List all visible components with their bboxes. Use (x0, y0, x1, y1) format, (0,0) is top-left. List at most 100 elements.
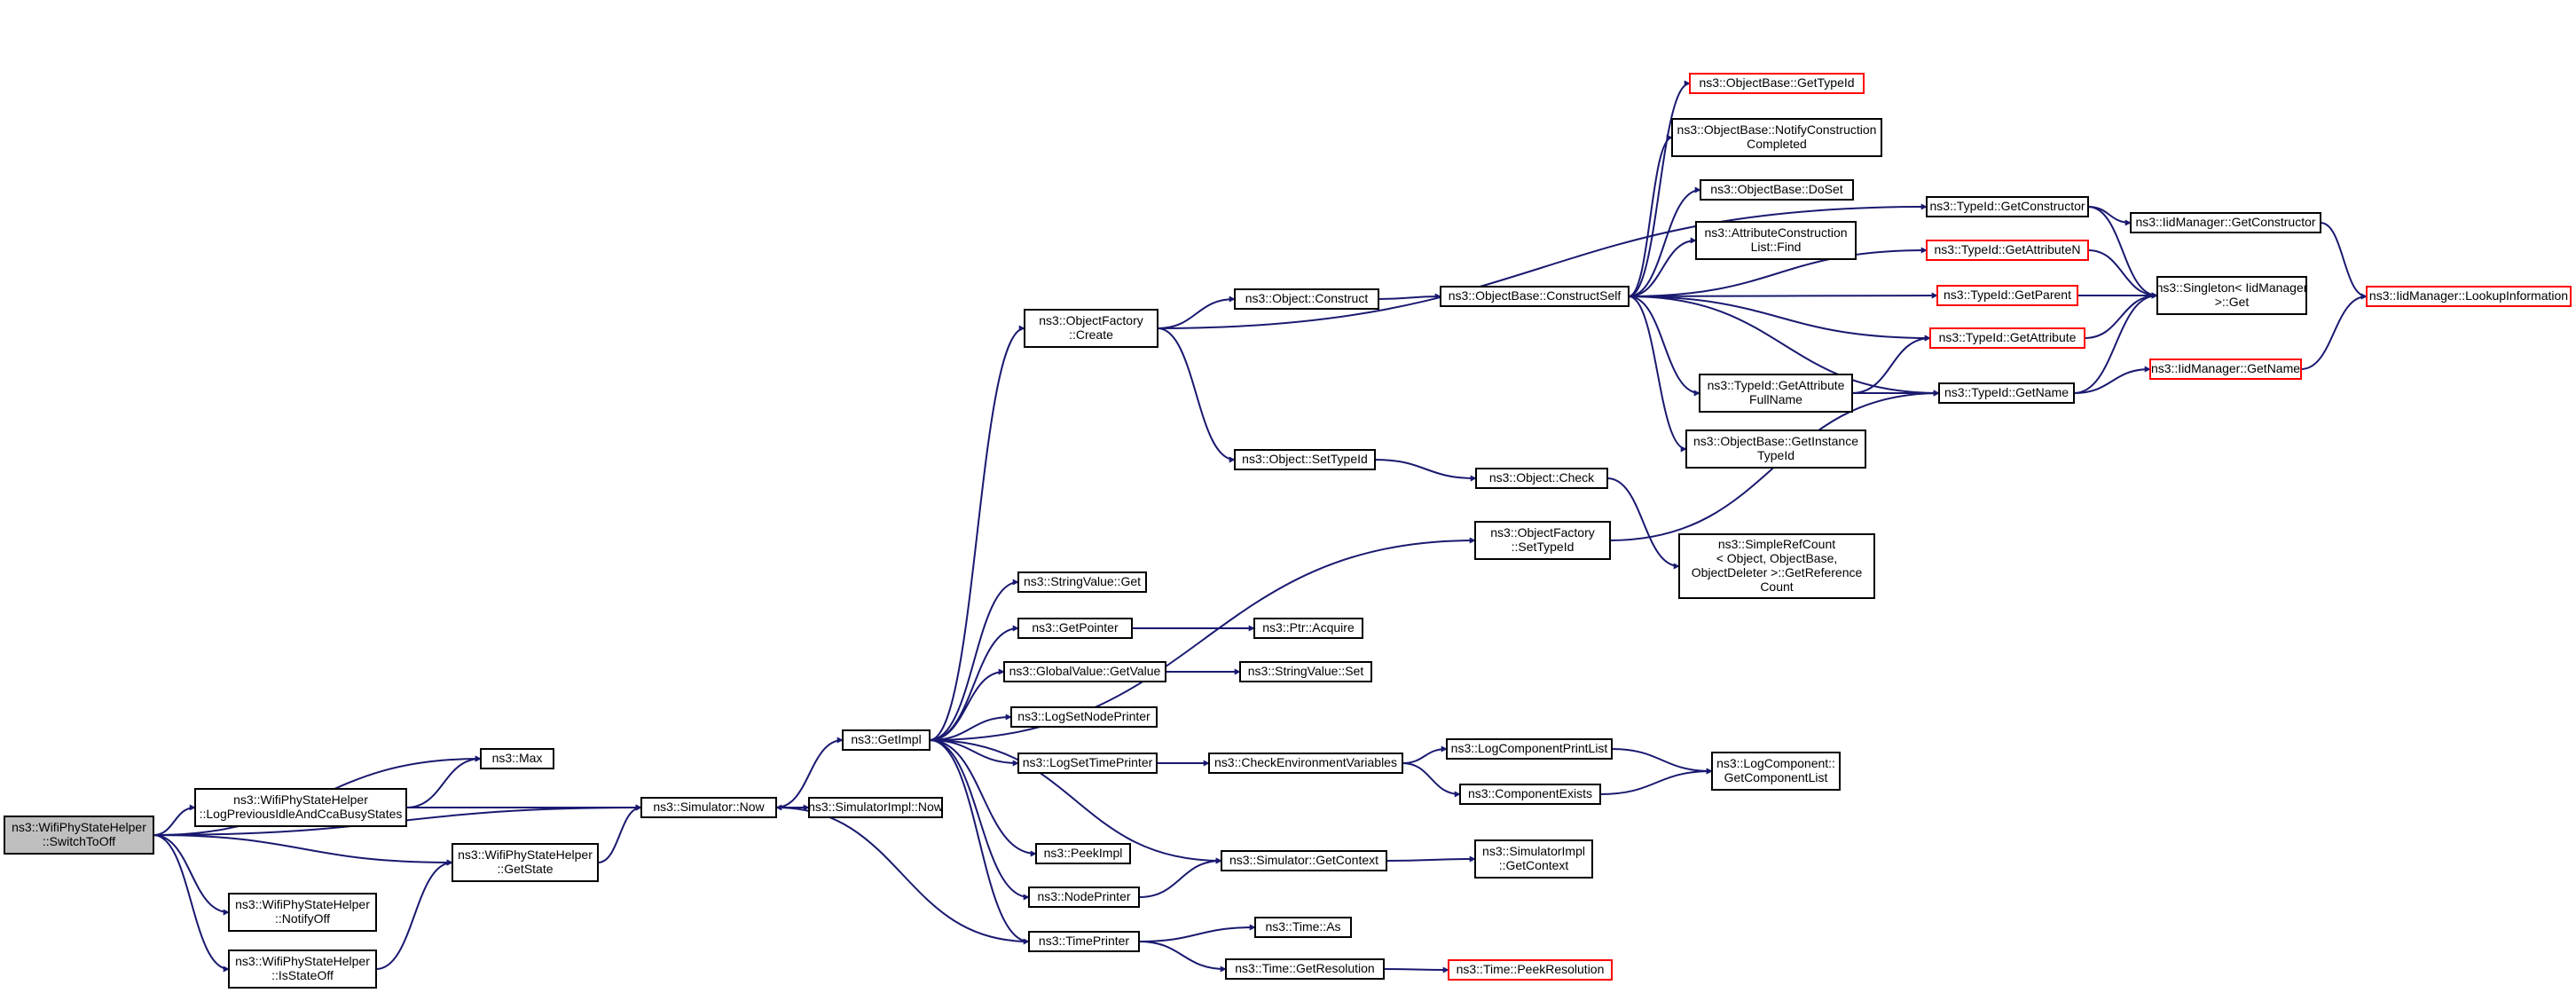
graph-node-n50[interactable]: ns3::IidManager::LookupInformation (2366, 286, 2572, 307)
edge-n9-to-n12 (929, 625, 1019, 741)
graph-node-n47[interactable]: ns3::IidManager::GetConstructor (2130, 212, 2321, 233)
edge-n28-to-n37 (1628, 237, 1697, 297)
edge-n31-to-n41 (1599, 768, 1713, 795)
edge-n9-to-n17 (929, 739, 1030, 901)
graph-node-n40[interactable]: ns3::SimpleRefCount< Object, ObjectBase,… (1678, 533, 1875, 599)
graph-node-n44[interactable]: ns3::TypeId::GetParent (1936, 285, 2078, 306)
graph-node-n2[interactable]: ns3::WifiPhyStateHelper::LogPreviousIdle… (194, 788, 407, 827)
edge-n42-to-n48 (2087, 206, 2158, 299)
node-label: ns3::SimpleRefCount (1718, 537, 1835, 551)
node-label: TypeId (1757, 448, 1795, 462)
graph-node-n26[interactable]: ns3::Time::As (1254, 917, 1352, 938)
graph-node-n46[interactable]: ns3::TypeId::GetName (1938, 382, 2075, 404)
node-label: ns3::ObjectBase::NotifyConstruction (1677, 122, 1877, 137)
node-box (1017, 618, 1133, 639)
graph-node-n28[interactable]: ns3::ObjectBase::ConstructSelf (1440, 286, 1630, 307)
node-box (1208, 753, 1403, 774)
edge-n28-to-n36 (1628, 186, 1701, 297)
node-box (1035, 843, 1131, 864)
node-label: ns3::TypeId::GetAttributeN (1935, 242, 2081, 256)
graph-node-n48[interactable]: ns3::Singleton< IidManager >::Get (2156, 276, 2308, 315)
node-label: ns3::ObjectBase::GetTypeId (1699, 75, 1854, 90)
edge-n28-to-n43 (1628, 247, 1928, 297)
graph-node-n7[interactable]: ns3::Simulator::Now (640, 797, 777, 818)
graph-node-n31[interactable]: ns3::ComponentExists (1459, 784, 1601, 805)
node-box (228, 950, 377, 989)
graph-node-n45[interactable]: ns3::TypeId::GetAttribute (1929, 327, 2085, 349)
node-box (1254, 917, 1352, 938)
graph-node-n9[interactable]: ns3::GetImpl (842, 729, 931, 751)
graph-node-n35[interactable]: ns3::ObjectBase::NotifyConstructionCompl… (1671, 118, 1882, 157)
node-label: ns3::ObjectFactory (1039, 313, 1143, 327)
edge-n9-to-n13 (929, 668, 1005, 741)
node-box (1685, 430, 1866, 469)
graph-node-n41[interactable]: ns3::LogComponent::GetComponentList (1711, 752, 1841, 791)
graph-node-n5[interactable]: ns3::WifiPhyStateHelper::NotifyOff (228, 893, 377, 932)
graph-node-n13[interactable]: ns3::GlobalValue::GetValue (1003, 661, 1166, 682)
graph-node-n22[interactable]: ns3::Ptr::Acquire (1253, 618, 1363, 639)
node-box (1695, 221, 1857, 260)
node-box (1474, 839, 1593, 879)
graph-node-n25[interactable]: ns3::Simulator::GetContext (1221, 850, 1387, 871)
graph-node-n14[interactable]: ns3::LogSetNodePrinter (1010, 706, 1158, 728)
graph-node-n8[interactable]: ns3::SimulatorImpl::Now (808, 797, 944, 818)
graph-node-n49[interactable]: ns3::IidManager::GetName (2149, 359, 2302, 380)
graph-node-n12[interactable]: ns3::GetPointer (1017, 618, 1133, 639)
graph-node-n21[interactable]: ns3::ObjectFactory::SetTypeId (1474, 521, 1611, 560)
node-label: ns3::Object::Construct (1245, 291, 1369, 305)
graph-node-n4[interactable]: ns3::WifiPhyStateHelper::GetState (452, 843, 599, 882)
graph-node-n18[interactable]: ns3::TimePrinter (1028, 931, 1140, 952)
graph-node-n19[interactable]: ns3::Object::Construct (1234, 288, 1379, 310)
graph-node-n42[interactable]: ns3::TypeId::GetConstructor (1926, 196, 2089, 217)
graph-node-n11[interactable]: ns3::StringValue::Get (1017, 571, 1147, 593)
node-box (480, 748, 554, 769)
graph-node-n43[interactable]: ns3::TypeId::GetAttributeN (1926, 240, 2089, 261)
node-box (1221, 850, 1387, 871)
graph-node-n33[interactable]: ns3::Time::PeekResolution (1448, 959, 1613, 981)
graph-node-n1[interactable]: ns3::WifiPhyStateHelper::SwitchToOff (4, 816, 154, 855)
graph-node-n29[interactable]: ns3::Object::Check (1475, 468, 1608, 489)
node-box (1225, 958, 1385, 980)
node-label: ns3::Time::GetResolution (1235, 961, 1374, 975)
graph-node-n16[interactable]: ns3::PeekImpl (1035, 843, 1131, 864)
edge-n28-to-n39 (1628, 296, 1687, 453)
node-box (4, 816, 154, 855)
node-box (1028, 931, 1140, 952)
node-box (1446, 738, 1613, 760)
graph-node-n3[interactable]: ns3::Max (480, 748, 554, 769)
edge-n6-to-n4 (375, 859, 453, 970)
graph-node-n15[interactable]: ns3::LogSetTimePrinter (1017, 753, 1158, 774)
node-box (1010, 706, 1158, 728)
node-label: ns3::GlobalValue::GetValue (1009, 664, 1161, 678)
graph-node-n34[interactable]: ns3::ObjectBase::GetTypeId (1689, 73, 1865, 94)
node-label: Completed (1747, 137, 1807, 151)
node-label: ns3::GetPointer (1032, 620, 1119, 634)
node-box (228, 893, 377, 932)
node-box (2156, 276, 2307, 315)
node-label: ns3::Ptr::Acquire (1262, 620, 1355, 634)
graph-node-n17[interactable]: ns3::NodePrinter (1028, 887, 1140, 908)
node-label: ns3::GetImpl (851, 732, 921, 746)
edge-n10-to-n42 (1157, 203, 1928, 329)
graph-node-n32[interactable]: ns3::SimulatorImpl::GetContext (1474, 839, 1593, 879)
node-label: ns3::TypeId::GetAttribute (1708, 378, 1845, 392)
graph-node-n27[interactable]: ns3::Time::GetResolution (1225, 958, 1385, 980)
node-label: ::Create (1069, 327, 1113, 342)
graph-node-n6[interactable]: ns3::WifiPhyStateHelper::IsStateOff (228, 950, 377, 989)
node-label: ns3::IidManager::GetConstructor (2135, 215, 2315, 229)
graph-node-n10[interactable]: ns3::ObjectFactory::Create (1024, 309, 1158, 348)
node-label: >::Get (2215, 295, 2250, 309)
edge-n18-to-n27 (1138, 941, 1227, 973)
node-box (1474, 521, 1611, 560)
edge-n46-to-n49 (2073, 366, 2151, 394)
node-label: ns3::LogSetNodePrinter (1017, 709, 1151, 723)
graph-node-n24[interactable]: ns3::CheckEnvironmentVariables (1208, 753, 1403, 774)
graph-node-n30[interactable]: ns3::LogComponentPrintList (1446, 738, 1613, 760)
node-label: ns3::Time::PeekResolution (1457, 962, 1605, 976)
graph-node-n36[interactable]: ns3::ObjectBase::DoSet (1700, 179, 1854, 201)
graph-node-n20[interactable]: ns3::Object::SetTypeId (1234, 449, 1376, 470)
graph-node-n23[interactable]: ns3::StringValue::Set (1239, 661, 1372, 682)
